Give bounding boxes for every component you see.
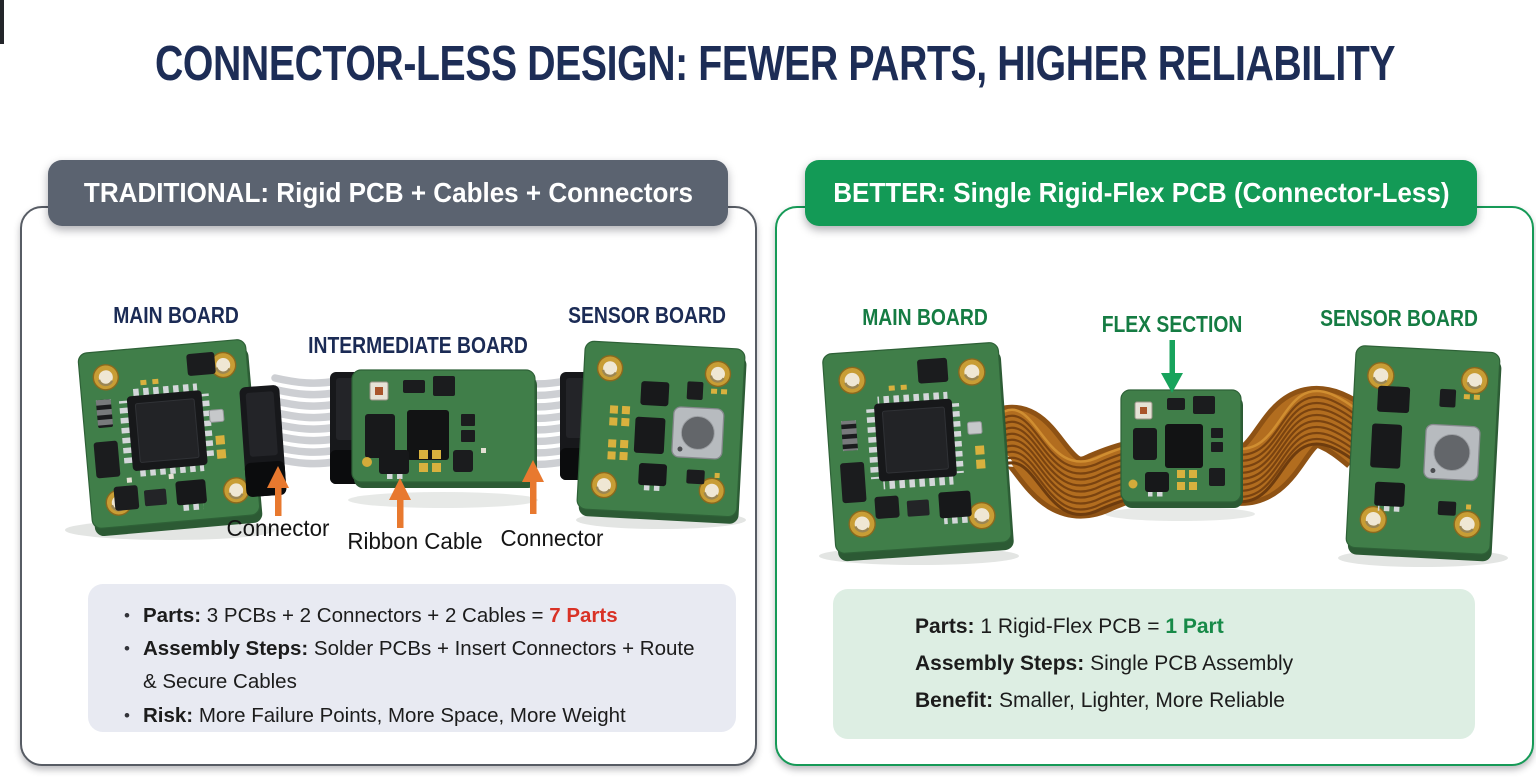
up-arrow-icon (522, 460, 544, 514)
callout-ribbon-cable: Ribbon Cable (347, 528, 483, 554)
bullet-icon: • (124, 705, 130, 725)
up-arrow-icon (389, 478, 411, 528)
sensor-board-right (1345, 345, 1502, 562)
label-main-board-right: MAIN BOARD (862, 304, 988, 330)
parts-count-highlight: 1 Part (1165, 615, 1224, 638)
ribbon-cable-left (271, 374, 341, 464)
bullet-icon: • (124, 606, 130, 625)
traditional-info-box: •Parts: 3 PCBs + 2 Connectors + 2 Cables… (88, 584, 736, 732)
assembly-line: Assembly Steps: Single PCB Assembly (915, 652, 1294, 676)
callout-connector-left: Connector (226, 515, 330, 541)
main-board-left (77, 339, 263, 537)
rigidflex-assembly-illustration (819, 342, 1508, 567)
qfp-chip (866, 391, 964, 490)
traditional-header-label: TRADITIONAL: Rigid PCB + Cables + Connec… (83, 177, 693, 208)
connector-block-1 (239, 385, 287, 497)
benefit-line: Benefit: Smaller, Lighter, More Reliable (915, 689, 1285, 713)
label-sensor-board-left: SENSOR BOARD (568, 302, 726, 328)
label-sensor-board-right: SENSOR BOARD (1320, 305, 1478, 331)
sensor-board-left (576, 340, 747, 524)
down-arrow-icon (1161, 340, 1183, 393)
label-intermediate-board: INTERMEDIATE BOARD (308, 332, 528, 358)
better-header-label: BETTER: Single Rigid-Flex PCB (Connector… (832, 177, 1450, 208)
label-main-board-left: MAIN BOARD (113, 302, 239, 328)
smd-chip (186, 352, 216, 376)
better-info-box: Parts: 1 Rigid-Flex PCB = 1 Part Assembl… (833, 589, 1475, 739)
page-title: CONNECTOR-LESS DESIGN: FEWER PARTS, HIGH… (0, 36, 1536, 92)
parts-count-highlight: 7 Parts (549, 604, 618, 627)
intermediate-board (351, 369, 537, 488)
up-arrow-icon (267, 466, 289, 516)
page-title-text: CONNECTOR-LESS DESIGN: FEWER PARTS, HIGH… (155, 37, 1396, 91)
traditional-assembly-illustration (65, 339, 747, 540)
sensor-chip (1423, 423, 1481, 482)
qfp-chip (118, 383, 215, 477)
corner-artifact (0, 0, 4, 44)
assembly-line: •Assembly Steps: Solder PCBs + Insert Co… (124, 637, 695, 694)
label-flex-section: FLEX SECTION (1101, 311, 1243, 337)
better-header-badge: BETTER: Single Rigid-Flex PCB (Connector… (805, 160, 1477, 226)
flex-section-board (1120, 389, 1243, 508)
bullet-icon: • (124, 639, 130, 659)
callout-connector-right: Connector (500, 525, 604, 551)
traditional-header-badge: TRADITIONAL: Rigid PCB + Cables + Connec… (48, 160, 728, 226)
risk-line: •Risk: More Failure Points, More Space, … (124, 699, 706, 732)
parts-line: •Parts: 3 PCBs + 2 Connectors + 2 Cables… (124, 599, 706, 632)
sensor-chip (671, 406, 725, 460)
parts-line: Parts: 1 Rigid-Flex PCB = 1 Part (915, 615, 1224, 638)
main-board-right (822, 342, 1014, 562)
